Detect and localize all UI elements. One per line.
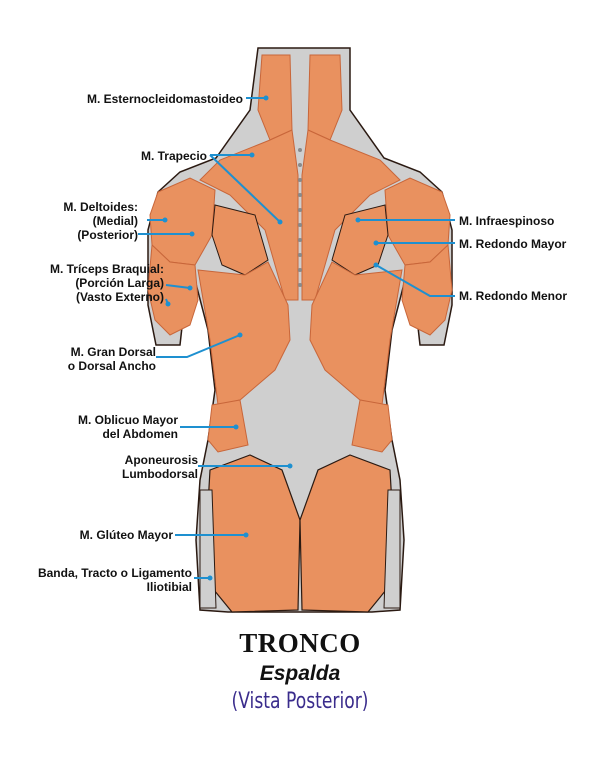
caption-title: TRONCO <box>239 628 361 658</box>
caption-view: (Vista Posterior) <box>231 689 369 714</box>
label-line: Iliotibial <box>146 580 192 594</box>
latissimus-right <box>309 261 403 406</box>
leader-lines <box>138 97 455 579</box>
label-line: (Posterior) <box>77 228 138 242</box>
label-trapecio: M. Trapecio <box>141 149 207 163</box>
label-line: (Vasto Externo) <box>75 290 164 304</box>
leader-gran-dorsal <box>156 334 241 358</box>
leader-redondo-menor <box>375 264 455 297</box>
spine-vertebrae <box>298 148 302 287</box>
label-redondo-mayor: M. Redondo Mayor <box>459 237 566 251</box>
label-line: M. Tríceps Braquial: <box>49 262 164 276</box>
label-infraespinoso: M. Infraespinoso <box>459 214 554 228</box>
iliotibial-band-right <box>383 489 401 609</box>
label-line: (Porción Larga) <box>75 276 164 290</box>
leader-dots <box>162 95 379 581</box>
latissimus-left <box>197 261 291 406</box>
label-line: M. Gran Dorsal <box>70 345 156 359</box>
label-esternocleidomastoideo: M. Esternocleidomastoideo <box>87 92 243 106</box>
oblique-right <box>351 399 393 453</box>
triceps-right <box>401 243 453 336</box>
label-line: M. Trapecio <box>140 149 207 163</box>
triceps-left <box>147 243 199 336</box>
label-line: M. Redondo Menor <box>459 289 567 303</box>
label-line: M. Esternocleidomastoideo <box>86 92 243 106</box>
label-line: M. Redondo Mayor <box>459 237 567 251</box>
label-line: Banda, Tracto o Ligamento <box>37 566 192 580</box>
trapezius-left <box>199 129 299 301</box>
label-line: o Dorsal Ancho <box>67 359 156 373</box>
leader-triceps-larga <box>165 284 191 289</box>
neck-muscle-right <box>307 54 343 141</box>
label-line: Lumbodorsal <box>121 467 198 481</box>
caption-subtitle: Espalda <box>259 662 341 685</box>
label-line: M. Infraespinoso <box>459 214 555 228</box>
label-line: M. Oblicuo Mayor <box>77 413 178 427</box>
leader-trapecio-2 <box>209 154 281 223</box>
label-line: M. Glúteo Mayor <box>79 528 173 542</box>
trapezius-right <box>301 129 401 301</box>
label-triceps: M. Tríceps Braquial:(Porción Larga)(Vast… <box>50 262 164 304</box>
label-line: Aponeurosis <box>124 453 198 467</box>
label-redondo-menor: M. Redondo Menor <box>459 289 567 303</box>
label-gluteo: M. Glúteo Mayor <box>80 528 173 542</box>
label-line: M. Deltoides: <box>63 200 138 214</box>
label-deltoides: M. Deltoides:(Medial)(Posterior) <box>63 200 138 242</box>
label-line: (Medial) <box>92 214 138 228</box>
label-line: del Abdomen <box>102 427 178 441</box>
